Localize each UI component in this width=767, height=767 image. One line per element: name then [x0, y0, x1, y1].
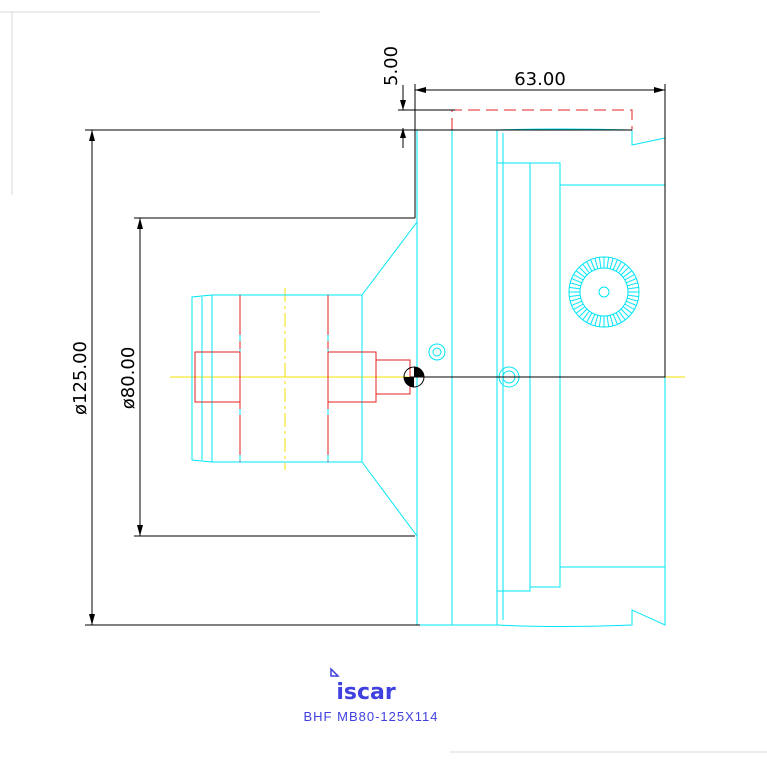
knurl-tick [582, 310, 590, 321]
hidden-lines [194, 109, 633, 462]
knurl-tick [598, 257, 602, 269]
knurl-tick [615, 312, 622, 323]
knurl-tick [627, 294, 639, 298]
knurl-tick [586, 261, 593, 272]
knurl-tick [609, 315, 614, 326]
knurl-tick [570, 297, 581, 302]
knurl-tick [594, 315, 599, 326]
knurl-tick [620, 308, 630, 318]
knurl-tick [571, 278, 582, 284]
knurl-tick [609, 258, 614, 269]
knurl-tick [575, 306, 586, 314]
adjustment-dial [569, 257, 639, 327]
knurl-tick [582, 263, 590, 274]
knurl-tick [622, 306, 633, 314]
knurl-tick [606, 315, 610, 327]
knurl-tick [618, 310, 626, 321]
knurl-tick [606, 257, 610, 269]
part-geometry [191, 128, 666, 627]
knurl-tick [578, 308, 588, 318]
knurl-tick [573, 303, 584, 310]
knurl-tick [624, 274, 635, 281]
knurl-tick [569, 294, 581, 298]
knurl-tick [598, 315, 602, 327]
knurl-tick [571, 300, 582, 306]
knurl-tick [618, 263, 626, 274]
dimension-outer-diameter: ø125.00 [70, 341, 91, 415]
dimension-offset: 5.00 [381, 46, 402, 86]
knurl-tick [612, 314, 618, 325]
knurl-tick [627, 286, 639, 290]
dimension-lines [85, 84, 666, 626]
knurl-tick [590, 314, 596, 325]
knurl-tick [626, 300, 637, 306]
knurl-tick [622, 270, 633, 278]
sheet-frame [0, 11, 767, 753]
knurl-tick [570, 282, 581, 287]
knurl-tick [578, 266, 588, 276]
knurl-tick [624, 303, 635, 310]
iscar-logo: iscar [330, 667, 396, 705]
knurl-tick [590, 259, 596, 270]
knurl-tick [612, 259, 618, 270]
reference-point [404, 367, 424, 387]
knurl-tick [626, 278, 637, 284]
svg-text:iscar: iscar [336, 680, 396, 705]
dimension-bore-diameter: ø80.00 [118, 347, 139, 410]
part-code-caption: BHF MB80-125X114 [304, 709, 439, 724]
knurl-tick [627, 282, 638, 287]
knurl-tick [627, 297, 638, 302]
knurl-tick [615, 261, 622, 272]
knurl-tick [575, 270, 586, 278]
knurl-tick [594, 258, 599, 269]
knurl-tick [573, 274, 584, 281]
knurl-tick [586, 312, 593, 323]
knurl-tick [569, 286, 581, 290]
knurl-tick [620, 266, 630, 276]
arrowheads [89, 87, 665, 625]
dimension-width: 63.00 [514, 69, 566, 90]
